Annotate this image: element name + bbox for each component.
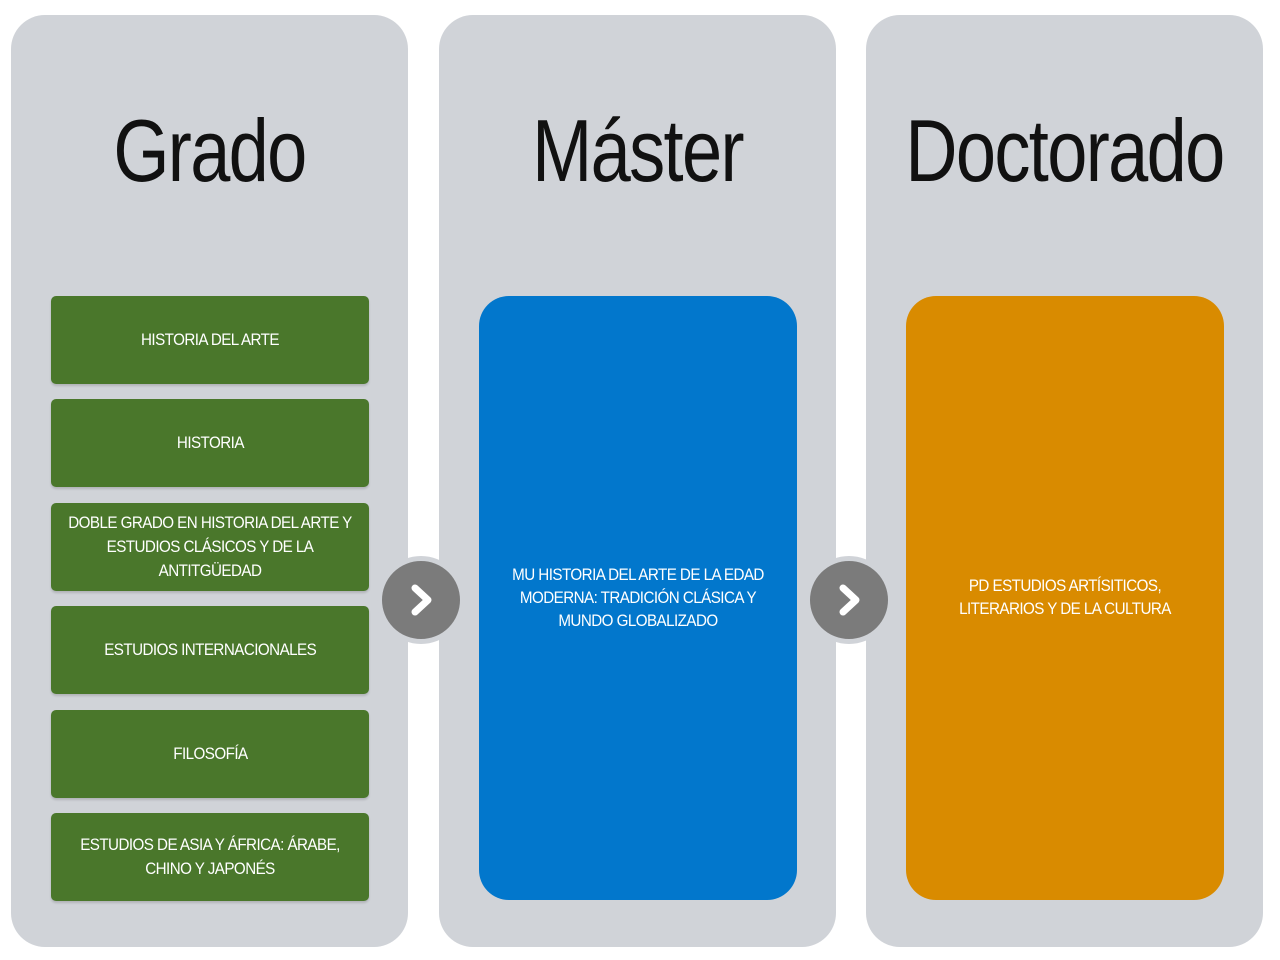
doctorado-program-label: PD ESTUDIOS ARTÍSITICOS, LITERARIOS Y DE… [959, 577, 1171, 618]
grado-item-doble-grado[interactable]: DOBLE GRADO EN HISTORIA DEL ARTE Y ESTUD… [51, 503, 369, 591]
grado-item-label: DOBLE GRADO EN HISTORIA DEL ARTE Y ESTUD… [68, 514, 352, 580]
grado-item-label: HISTORIA [176, 434, 244, 452]
column-title-master: Máster [532, 101, 744, 200]
grado-item-label: FILOSOFÍA [172, 745, 248, 763]
column-doctorado: Doctorado PD ESTUDIOS ARTÍSITICOS, LITER… [866, 15, 1263, 947]
master-program-box[interactable]: MU HISTORIA DEL ARTE DE LA EDAD MODERNA:… [479, 296, 797, 900]
column-grado: Grado HISTORIA DEL ARTE HISTORIA DOBLE G… [11, 15, 408, 947]
grado-item-historia[interactable]: HISTORIA [51, 399, 369, 487]
grado-item-historia-del-arte[interactable]: HISTORIA DEL ARTE [51, 296, 369, 384]
column-title-doctorado: Doctorado [905, 101, 1225, 200]
column-master: Máster MU HISTORIA DEL ARTE DE LA EDAD M… [439, 15, 836, 947]
chevron-right-icon [377, 556, 465, 644]
master-program-label: MU HISTORIA DEL ARTE DE LA EDAD MODERNA:… [512, 565, 764, 630]
doctorado-program-box[interactable]: PD ESTUDIOS ARTÍSITICOS, LITERARIOS Y DE… [906, 296, 1224, 900]
grado-item-estudios-asia-africa[interactable]: ESTUDIOS DE ASIA Y ÁFRICA: ÁRABE, CHINO … [51, 813, 369, 901]
grado-item-label: HISTORIA DEL ARTE [141, 331, 280, 349]
grado-item-estudios-internacionales[interactable]: ESTUDIOS INTERNACIONALES [51, 606, 369, 694]
column-title-grado: Grado [113, 101, 307, 200]
grado-item-filosofia[interactable]: FILOSOFÍA [51, 710, 369, 798]
chevron-right-icon [805, 556, 893, 644]
grado-item-label: ESTUDIOS INTERNACIONALES [104, 641, 317, 659]
grado-item-label: ESTUDIOS DE ASIA Y ÁFRICA: ÁRABE, CHINO … [80, 836, 340, 878]
